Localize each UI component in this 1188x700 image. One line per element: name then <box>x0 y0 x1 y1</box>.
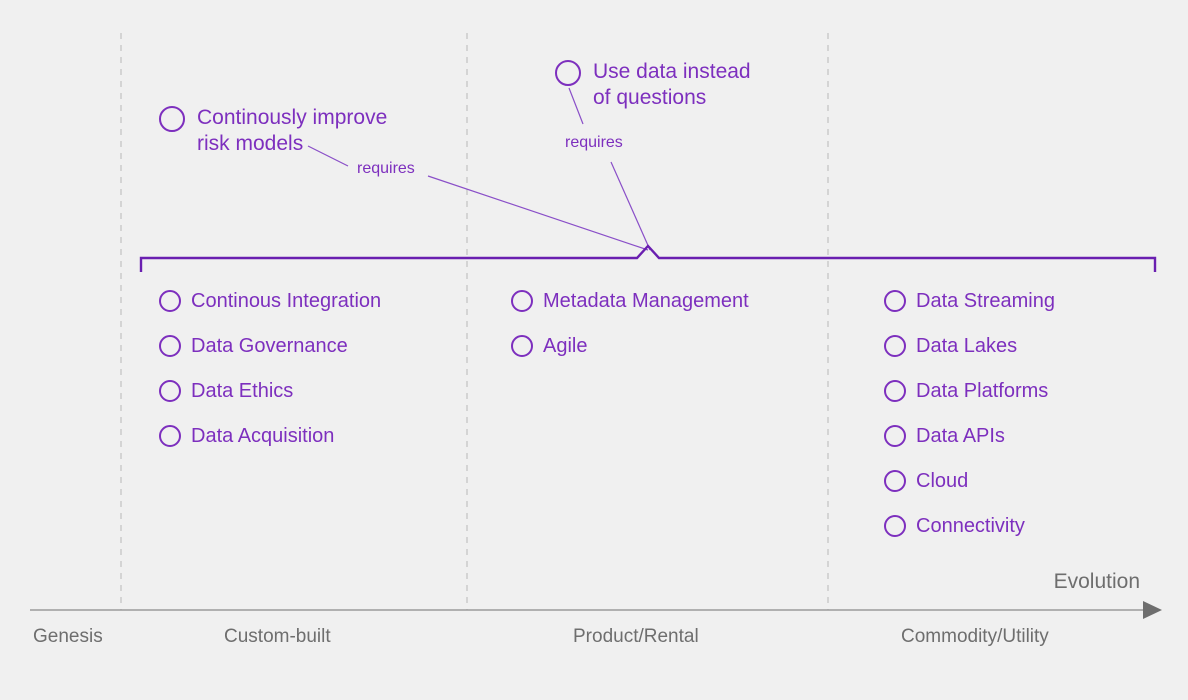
link-risk-models-segment-b <box>427 175 649 251</box>
axis-tick-product-rental: Product/Rental <box>573 626 699 647</box>
anchor-label: Use data instead of questions <box>593 60 751 109</box>
link-use-data-segment-a <box>568 87 584 125</box>
component-data-governance[interactable]: Data Governance <box>159 333 348 359</box>
node-circle-icon <box>884 470 906 492</box>
node-circle-icon <box>884 425 906 447</box>
link-risk-models-segment-a <box>307 145 349 167</box>
component-data-apis[interactable]: Data APIs <box>884 423 1005 449</box>
component-label: Connectivity <box>916 515 1025 537</box>
node-circle-icon <box>884 335 906 357</box>
axis-tick-genesis: Genesis <box>33 626 103 647</box>
component-label: Data Acquisition <box>191 425 335 447</box>
component-agile[interactable]: Agile <box>511 333 587 359</box>
node-circle-icon <box>159 335 181 357</box>
link-use-data-segment-b <box>610 161 651 251</box>
component-label: Data Lakes <box>916 335 1018 357</box>
node-circle-icon <box>884 380 906 402</box>
node-circle-icon <box>511 335 533 357</box>
node-circle-icon <box>511 290 533 312</box>
component-data-lakes[interactable]: Data Lakes <box>884 333 1017 359</box>
component-connectivity[interactable]: Connectivity <box>884 513 1025 539</box>
arrow-right-icon <box>1143 601 1162 619</box>
component-label: Data APIs <box>916 425 1005 447</box>
component-label: Data Ethics <box>191 380 294 402</box>
component-label: Continous Integration <box>191 290 382 312</box>
node-circle-icon <box>555 60 581 86</box>
axis-tick-custom-built: Custom-built <box>224 626 331 647</box>
bracket-path <box>139 244 1157 272</box>
component-metadata-management[interactable]: Metadata Management <box>511 288 749 314</box>
dependency-links <box>307 87 651 251</box>
component-label: Data Streaming <box>916 290 1055 312</box>
node-circle-icon <box>884 290 906 312</box>
component-cloud[interactable]: Cloud <box>884 468 968 494</box>
component-continous-integration[interactable]: Continous Integration <box>159 288 381 314</box>
component-data-ethics[interactable]: Data Ethics <box>159 378 293 404</box>
axis-tick-commodity-utility: Commodity/Utility <box>901 626 1049 647</box>
component-label: Data Governance <box>191 335 348 357</box>
component-data-acquisition[interactable]: Data Acquisition <box>159 423 334 449</box>
anchor-use-data-instead-of-questions[interactable]: Use data instead of questions <box>555 59 751 111</box>
node-circle-icon <box>884 515 906 537</box>
anchor-continously-improve-risk-models[interactable]: Continously improve risk models <box>159 105 387 157</box>
node-circle-icon <box>159 290 181 312</box>
component-label: Metadata Management <box>543 290 749 312</box>
node-circle-icon <box>159 380 181 402</box>
component-label: Data Platforms <box>916 380 1049 402</box>
component-label: Agile <box>543 335 588 357</box>
axis-title-evolution: Evolution <box>1053 570 1140 593</box>
node-circle-icon <box>159 425 181 447</box>
link-label-requires-use-data: requires <box>565 134 623 151</box>
evolution-gridlines <box>120 33 829 610</box>
component-bracket <box>139 244 1157 272</box>
node-circle-icon <box>159 106 185 132</box>
component-data-platforms[interactable]: Data Platforms <box>884 378 1048 404</box>
link-label-requires-risk-models: requires <box>357 160 415 177</box>
evolution-axis <box>30 601 1162 619</box>
component-data-streaming[interactable]: Data Streaming <box>884 288 1055 314</box>
component-label: Cloud <box>916 470 969 492</box>
anchor-label: Continously improve risk models <box>197 106 388 155</box>
